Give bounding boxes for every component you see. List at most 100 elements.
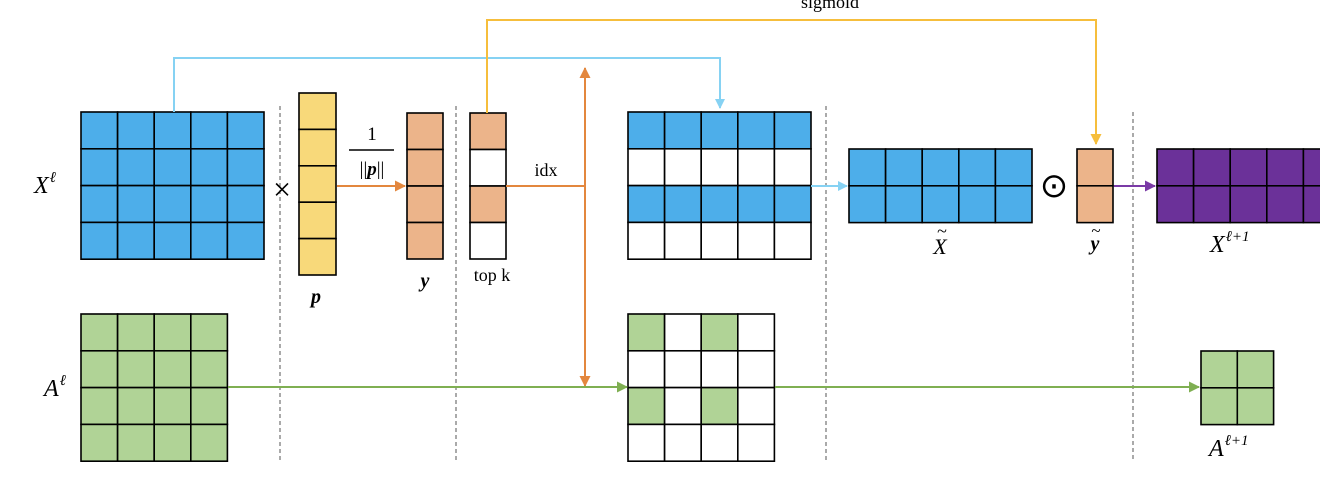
stage-dividers [279, 106, 1134, 462]
norm-numerator: 1 [367, 124, 377, 145]
a-input-cell [80, 386, 119, 426]
a-selected-cell [663, 313, 702, 352]
projection-vector-p [298, 92, 337, 276]
a-selected-cell [700, 423, 739, 462]
x-selected-cell [663, 148, 702, 187]
x-selected-cell [627, 221, 666, 260]
x-input-cell [153, 148, 192, 187]
a-input-matrix [80, 313, 229, 462]
a-selected-cell [627, 386, 666, 426]
a-input-cell [190, 349, 229, 389]
y-tilde-vector [1076, 148, 1114, 224]
x-input-cell [190, 221, 229, 260]
x-input-cell [190, 111, 229, 150]
x-input-cell [190, 148, 229, 187]
a-selected-cell [627, 349, 666, 389]
x-input-cell [116, 148, 155, 187]
x-selected-cell [700, 184, 739, 224]
y-tilde-accent: ~ [1091, 221, 1100, 240]
x-selected-cell [663, 111, 702, 150]
x-input-cell [116, 111, 155, 150]
x-input-cell [80, 111, 119, 150]
a-selected-matrix [627, 313, 776, 462]
x-selected-cell [700, 111, 739, 150]
x-selected-cell [736, 221, 776, 260]
a-input-cell [190, 313, 229, 352]
sigmoid-label: sigmoid [801, 0, 859, 12]
x-input-cell [226, 148, 265, 187]
hadamard-sign: ⊙ [1040, 168, 1069, 205]
x-output-label: Xℓ+1 [1209, 229, 1250, 258]
y-cell [406, 112, 444, 151]
x-selected-cell [773, 148, 812, 187]
a-input-cell [153, 349, 192, 389]
a-input-cell [116, 313, 155, 352]
idx-label: idx [534, 160, 557, 180]
a-input-cell [80, 313, 119, 352]
p-cell [298, 92, 337, 131]
a-selected-cell [736, 386, 776, 426]
x-output-cell [1156, 148, 1195, 187]
a-input-cell [153, 386, 192, 426]
a-output-matrix [1200, 350, 1275, 426]
a-selected-cell [663, 386, 702, 426]
y-cell [406, 185, 444, 224]
a-selected-cell [663, 423, 702, 462]
x-input-cell [80, 221, 119, 260]
x-selected-cell [736, 111, 776, 150]
a-selected-cell [627, 423, 666, 462]
x-selected-cell [773, 111, 812, 150]
x-tilde-cell [957, 185, 997, 224]
x-selected-cell [700, 148, 739, 187]
x-selected-cell [627, 148, 666, 187]
a-selected-cell [736, 313, 776, 352]
a-input-cell [116, 386, 155, 426]
x-output-cell [1229, 185, 1268, 224]
x-tilde-cell [884, 148, 923, 187]
x-tilde-cell [921, 148, 960, 187]
a-selected-cell [736, 423, 776, 462]
y-tilde-cell [1076, 148, 1114, 187]
y-tilde-label: y [1089, 233, 1100, 255]
a-input-cell [190, 386, 229, 426]
x-output-matrix [1156, 148, 1320, 224]
x-input-cell [190, 184, 229, 224]
topk-cell [469, 112, 507, 151]
a-selected-cell [700, 313, 739, 352]
x-selected-cell [736, 148, 776, 187]
x-selected-cell [663, 221, 702, 260]
x-selected-cell [627, 111, 666, 150]
topk-cell [469, 221, 507, 260]
x-tilde-matrix [848, 148, 1033, 224]
a-input-cell [190, 423, 229, 462]
x-tilde-cell [848, 148, 887, 187]
x-input-cell [116, 221, 155, 260]
a-input-cell [116, 423, 155, 462]
x-selected-matrix [627, 111, 812, 260]
p-cell [298, 201, 337, 240]
x-output-cell [1302, 148, 1320, 187]
x-input-cell [226, 221, 265, 260]
a-output-label: Aℓ+1 [1207, 433, 1249, 462]
x-tilde-cell [848, 185, 887, 224]
topk-cell [469, 185, 507, 224]
x-selected-cell [700, 221, 739, 260]
x-tilde-cell [994, 185, 1033, 224]
x-selected-cell [773, 221, 812, 260]
a-input-cell [153, 313, 192, 352]
a-output-cell [1200, 350, 1239, 389]
x-tilde-accent: ~ [937, 221, 947, 241]
y-cell [406, 148, 444, 187]
multiply-sign: × [273, 171, 291, 207]
x-input-cell [80, 184, 119, 224]
x-output-cell [1192, 148, 1231, 187]
x-output-cell [1266, 148, 1305, 187]
x-selected-cell [627, 184, 666, 224]
x-output-cell [1302, 185, 1320, 224]
x-input-label: Xℓ [33, 170, 56, 199]
a-input-label: Aℓ [42, 373, 66, 402]
x-output-cell [1266, 185, 1305, 224]
a-selected-cell [663, 349, 702, 389]
p-cell [298, 165, 337, 204]
